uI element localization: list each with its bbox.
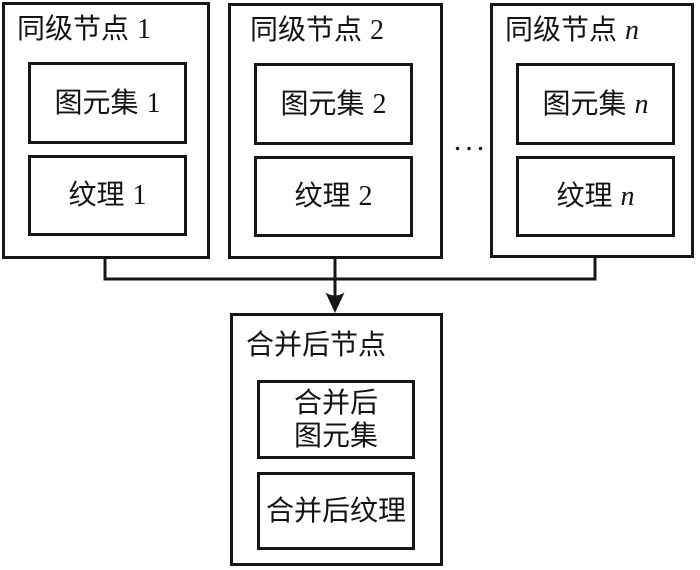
merged-primitive-set-line1: 合并后 (293, 387, 378, 419)
merged-primitive-set-box: 合并后 图元集 (257, 380, 415, 459)
primitive-set-index: 2 (372, 88, 387, 120)
primitive-set-index: n (634, 88, 649, 120)
node-title-text: 同级节点 (250, 15, 363, 46)
node-title-text: 同级节点 (505, 15, 618, 46)
texture-label: 纹理 (294, 181, 351, 212)
texture-label: 纹理 (556, 181, 613, 212)
node-title-index: 1 (137, 14, 152, 45)
texture-label: 纹理 (68, 180, 125, 211)
primitive-set-label: 图元集 (54, 87, 139, 119)
primitive-set-index: 1 (146, 87, 161, 119)
node-title-index: 2 (370, 15, 385, 46)
node-title-text: 同级节点 (17, 14, 130, 45)
texture-index: n (620, 181, 635, 212)
texture-index: 1 (132, 180, 147, 211)
node-title-index: n (625, 15, 640, 46)
merged-primitive-set-line2: 图元集 (293, 420, 378, 452)
merged-texture-label: 合并后纹理 (265, 495, 406, 527)
arrowhead-icon (325, 292, 345, 313)
texture-index: 2 (358, 181, 373, 212)
merged-node: 合并后节点 合并后 图元集 合并后纹理 (230, 313, 443, 566)
ellipsis-text: ... (453, 124, 489, 157)
merged-node-title: 合并后节点 (246, 330, 387, 361)
primitive-set-label: 图元集 (542, 88, 627, 120)
merged-texture-box: 合并后纹理 (257, 472, 415, 550)
primitive-set-label: 图元集 (280, 88, 365, 120)
